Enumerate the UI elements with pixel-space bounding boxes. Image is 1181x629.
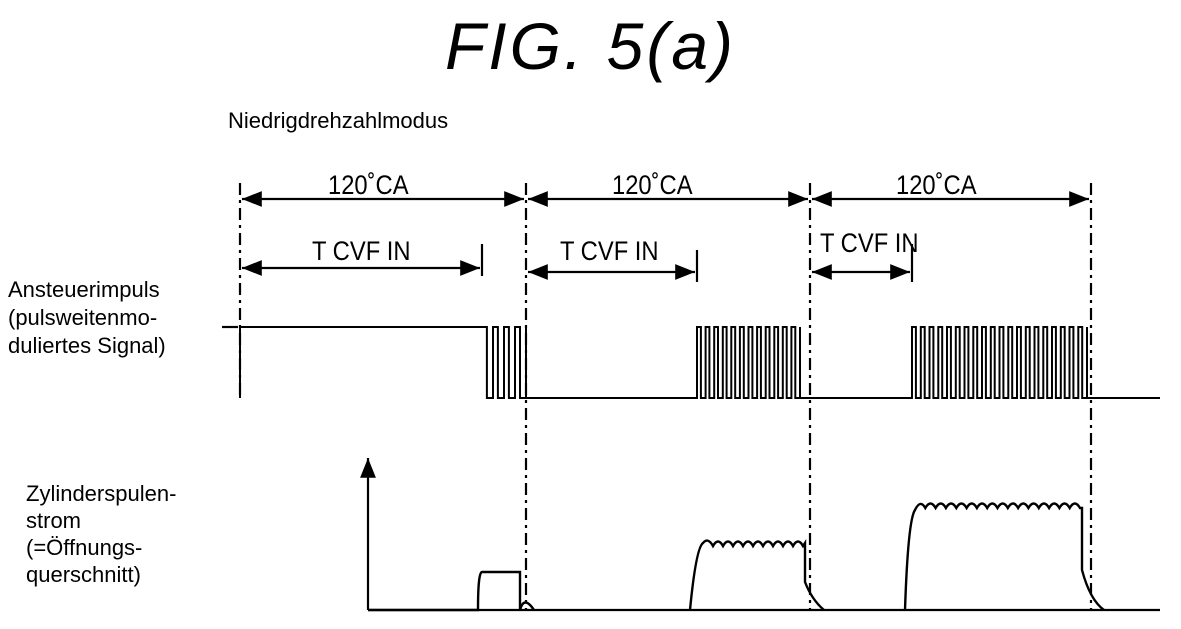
coil-current-label-line: (=Öffnungs- — [26, 535, 143, 560]
coil-current-waveform — [368, 502, 1105, 612]
tcvf-label-3: T CVF IN — [820, 228, 919, 258]
drive-pulse-label-line: duliertes Signal) — [8, 333, 166, 358]
figure-title: FIG. 5(a) — [444, 9, 737, 83]
tcvf-label-2: T CVF IN — [560, 236, 659, 266]
coil-current-label: Zylinderspulen- strom (=Öffnungs- quersc… — [26, 480, 176, 588]
mode-label: Niedrigdrehzahlmodus — [228, 108, 449, 133]
coil-current-label-line: querschnitt) — [26, 562, 141, 587]
coil-current-label-line: Zylinderspulen- — [26, 481, 177, 506]
drive-pulse-label-line: Ansteuerimpuls — [8, 277, 160, 302]
coil-current-label-line: strom — [26, 508, 81, 533]
drive-pulse-label: Ansteuerimpuls (pulsweitenmo- duliertes … — [8, 276, 166, 360]
drive-pulse-label-line: (pulsweitenmo- — [8, 305, 158, 330]
drive-pulse-waveform — [239, 326, 1160, 399]
